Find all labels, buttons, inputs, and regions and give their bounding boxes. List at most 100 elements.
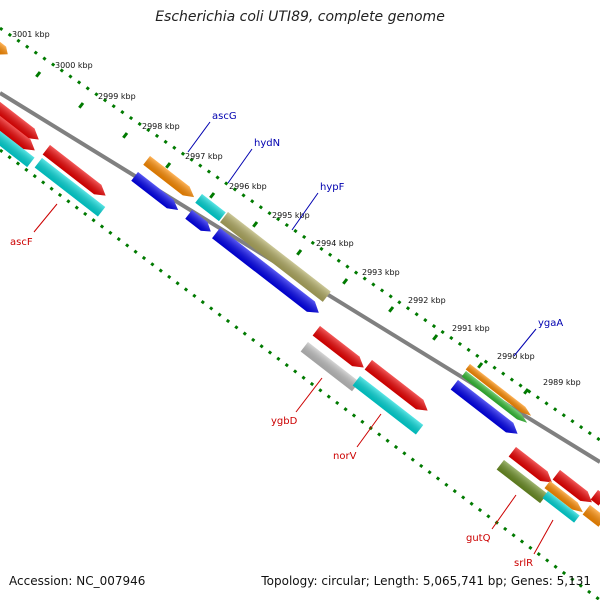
ring-dot <box>250 199 255 204</box>
ring-dot <box>232 187 237 192</box>
ring-dot <box>393 444 399 450</box>
gene-label-forward: ygaA <box>538 318 563 329</box>
ring-dot <box>402 451 407 456</box>
ring-dot <box>397 300 402 305</box>
ring-dot <box>175 281 180 286</box>
ring-dot <box>486 514 491 519</box>
gene-label-reverse: gutQ <box>466 533 491 544</box>
ring-dot <box>41 180 46 185</box>
gene-label-forward: hypF <box>320 182 345 193</box>
gene-label-forward: hydN <box>254 138 280 149</box>
tick-label: 2992 kbp <box>408 296 446 305</box>
ring-dot <box>172 145 177 150</box>
ring-dot <box>234 325 239 330</box>
ring-dot <box>452 489 457 494</box>
gene-arrow <box>185 210 211 232</box>
label-leader <box>513 328 537 357</box>
ring-dot <box>284 363 289 368</box>
ring-dot <box>544 401 549 406</box>
ring-dot <box>74 205 79 210</box>
ring-dot <box>108 230 113 235</box>
ring-dot <box>469 501 474 506</box>
ring-dot <box>0 148 4 154</box>
ring-dot <box>146 127 151 133</box>
gene-arrow <box>544 481 583 513</box>
ring-dot <box>466 347 471 352</box>
map-title: Escherichia coli UTI89, complete genome <box>155 9 445 25</box>
ring-dot <box>125 243 130 248</box>
gene-arrow <box>0 127 35 168</box>
ring-dot <box>225 318 231 324</box>
ring-dot <box>444 482 449 487</box>
tick-mark <box>388 306 395 313</box>
label-leader <box>533 519 554 555</box>
tick-mark <box>432 334 439 341</box>
ring-dot <box>7 155 12 160</box>
ring-dot <box>536 552 541 557</box>
gene-arrow <box>465 364 532 416</box>
ring-dot <box>163 139 168 144</box>
ring-dot <box>242 331 247 336</box>
ring-dot <box>343 407 348 412</box>
ring-dot <box>553 407 558 412</box>
ring-dot <box>284 222 289 228</box>
gene-arrow <box>582 505 600 527</box>
gene-arrow <box>42 145 106 196</box>
ring-dot <box>133 249 138 254</box>
ring-dot <box>83 211 88 217</box>
ring-dot <box>200 300 205 305</box>
ring-dot <box>440 329 445 335</box>
ring-dot <box>33 50 38 55</box>
ring-dot <box>528 545 533 550</box>
ring-dot <box>336 258 341 263</box>
ring-dot <box>293 369 298 374</box>
ring-dot <box>251 337 256 343</box>
ring-dot <box>431 323 437 329</box>
ring-dot <box>215 175 220 180</box>
ring-dot <box>217 312 222 317</box>
label-leader <box>227 148 253 184</box>
ring-dot <box>150 262 155 267</box>
ring-dot <box>15 161 21 166</box>
ring-dot <box>326 394 331 399</box>
ring-dot <box>85 86 90 91</box>
tick-label: 2996 kbp <box>229 182 267 191</box>
ring-dot <box>535 395 540 400</box>
ring-dot <box>16 38 21 43</box>
ring-dot <box>587 430 592 436</box>
ring-dot <box>435 476 441 481</box>
tick-label: 2995 kbp <box>272 211 310 220</box>
ring-dot <box>553 564 558 569</box>
ring-dot <box>259 344 264 349</box>
gene-arrow <box>220 212 331 302</box>
ring-dot <box>309 381 315 387</box>
gene-arrow <box>0 98 39 140</box>
ring-dot <box>154 133 160 139</box>
ring-dot <box>457 341 463 347</box>
ring-dot <box>561 570 567 576</box>
gene-arrow <box>143 156 195 198</box>
ring-dot <box>518 383 523 388</box>
accession-label: Accession: NC_007946 <box>9 574 146 588</box>
ring-dot <box>102 98 108 103</box>
ring-dot <box>371 282 376 287</box>
tick-label: 2999 kbp <box>98 92 136 101</box>
tick-label: 2997 kbp <box>185 152 223 161</box>
ring-dot <box>351 413 357 418</box>
gene-arrow <box>131 172 179 211</box>
gene-label-forward: ascG <box>212 111 237 122</box>
ring-dot <box>111 104 116 109</box>
ring-dot <box>267 211 272 216</box>
tick-mark <box>252 221 259 228</box>
ring-dot <box>141 255 147 261</box>
ring-dot <box>42 56 47 61</box>
ring-dot <box>94 92 99 97</box>
ring-dot <box>167 274 172 280</box>
ring-dot <box>475 353 480 358</box>
ring-dot <box>49 186 54 191</box>
ring-dot <box>183 287 189 292</box>
gene-arrow <box>0 112 35 151</box>
ring-dot <box>66 199 71 204</box>
label-leader <box>187 121 211 153</box>
